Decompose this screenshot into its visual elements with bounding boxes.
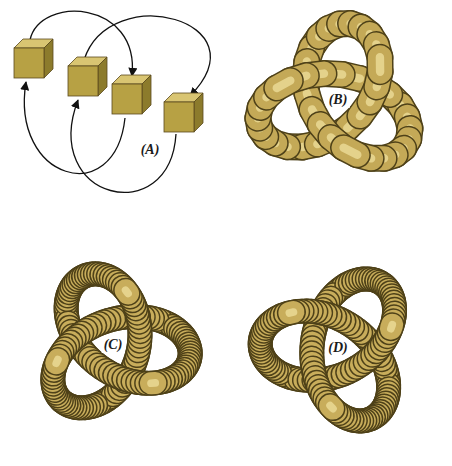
tube-segment [289, 312, 293, 314]
cube-sequence [14, 11, 210, 192]
tube-outline [344, 148, 358, 155]
cube-block [14, 39, 53, 78]
cube-block [164, 93, 203, 132]
tube-segment [379, 57, 380, 71]
cube-block [112, 75, 151, 114]
tube-highlight [330, 406, 333, 409]
panel-label: (C) [102, 337, 125, 353]
tube-outline [151, 370, 155, 395]
tube-highlight [376, 57, 385, 71]
tube-highlight [344, 148, 358, 155]
tube-segment [330, 406, 333, 409]
tube-body [126, 290, 128, 293]
tube-segment [56, 360, 58, 364]
tube-highlight [277, 81, 291, 88]
cube-front [68, 66, 98, 96]
cube-side [98, 57, 107, 96]
panel-label: (A) [139, 142, 162, 158]
tube-highlight [391, 325, 392, 329]
blocky-knot [258, 24, 410, 159]
tube-segment [344, 148, 358, 155]
cube-side [194, 93, 203, 132]
smooth-knot [53, 274, 190, 408]
tube-segment [277, 81, 291, 88]
tube-outline [391, 325, 392, 329]
tube-outline [56, 360, 58, 364]
tube-segment [151, 382, 155, 383]
tube-outline [277, 81, 291, 88]
tube-outline [330, 406, 333, 409]
tube-outline [366, 57, 393, 71]
tube-body [151, 372, 155, 394]
tube-highlight [126, 290, 128, 293]
tube-body [344, 148, 358, 155]
panel-label: (D) [326, 340, 349, 356]
tube-body [330, 406, 333, 409]
cube-front [164, 102, 194, 132]
tube-body [56, 360, 58, 364]
tube-segment [391, 325, 392, 329]
tube-outline [126, 290, 128, 293]
cube-block [68, 57, 107, 96]
tube-highlight [151, 379, 155, 387]
cube-front [14, 48, 44, 78]
cube-side [142, 75, 151, 114]
cube-side [44, 39, 53, 78]
tube-highlight [56, 360, 58, 364]
cube-front [112, 84, 142, 114]
tube-highlight [289, 308, 293, 317]
smooth-knot [260, 279, 394, 421]
tube-body [368, 57, 392, 71]
tube-outline [289, 300, 293, 326]
tube-body [391, 325, 392, 329]
tube-segment [126, 290, 128, 293]
panel-label: (B) [327, 92, 350, 108]
tube-body [289, 301, 293, 324]
tube-body [277, 81, 291, 88]
